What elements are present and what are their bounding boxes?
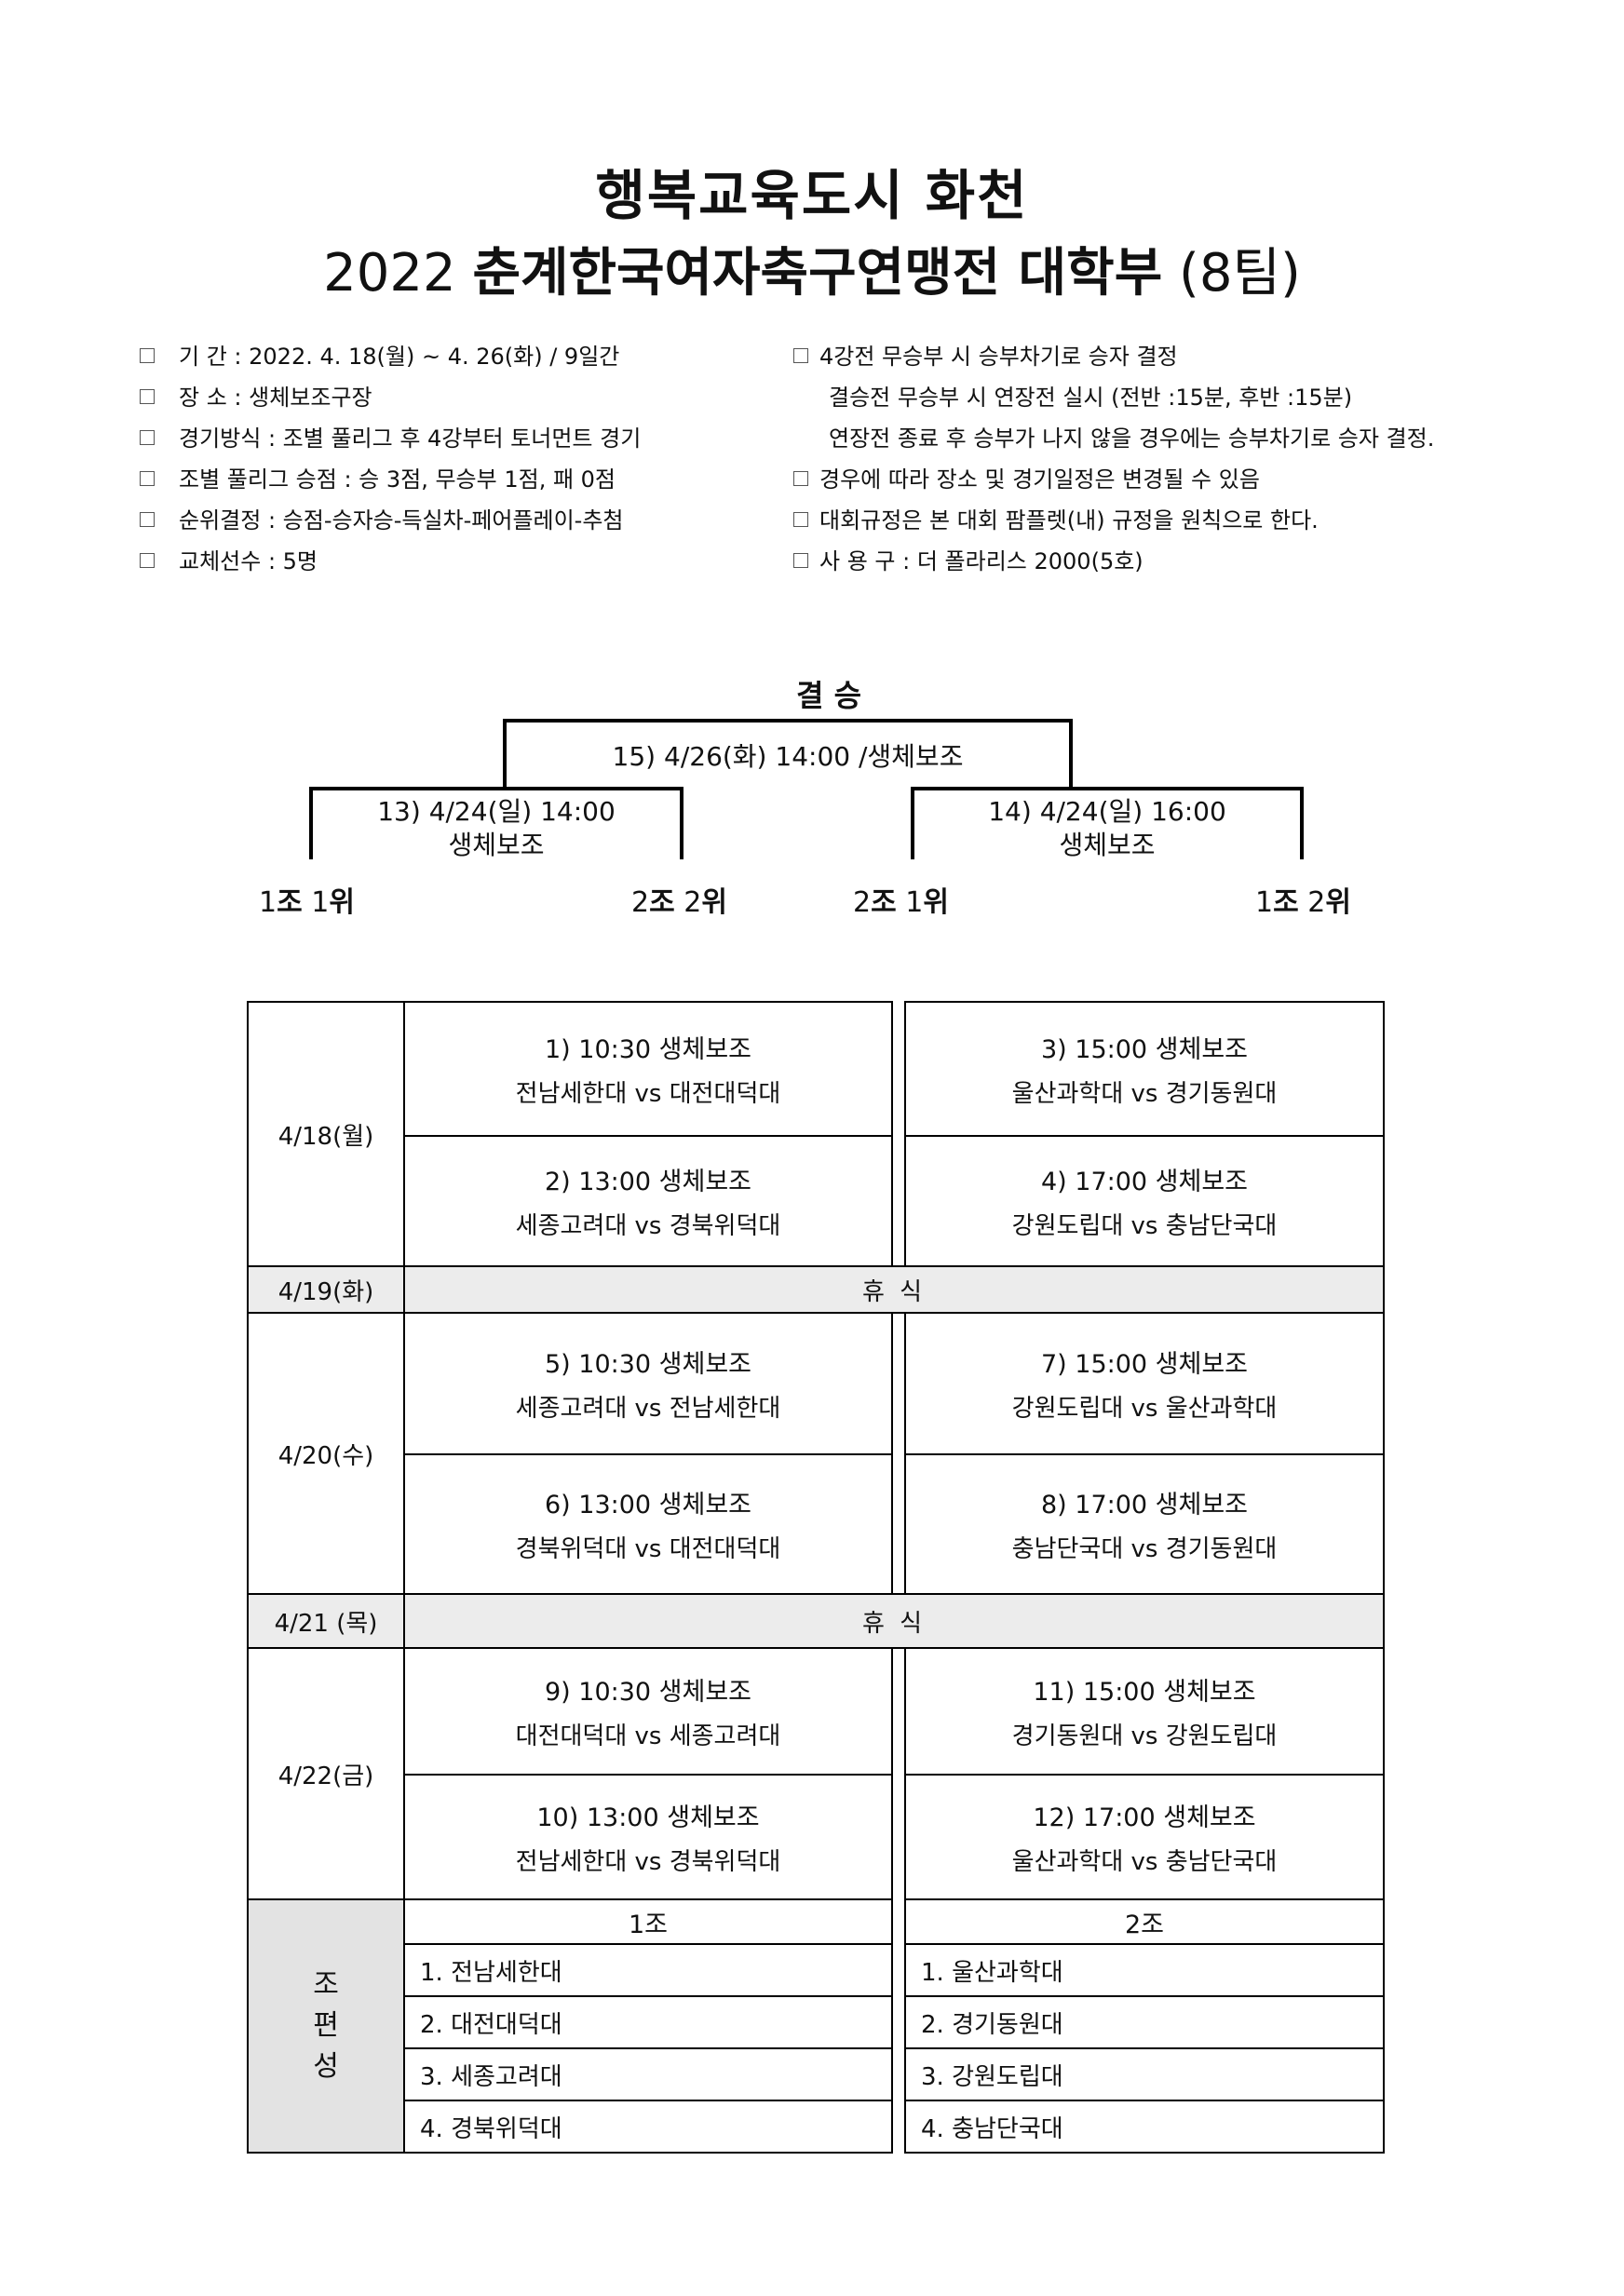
semi-right-venue: 생체보조 xyxy=(1059,830,1156,860)
group1-team: 4. 경북위덕대 xyxy=(403,2100,893,2154)
final-match: 15) 4/26(화) 14:00 /생체보조 xyxy=(612,741,964,772)
group2-team: 4. 충남단국대 xyxy=(904,2100,1385,2154)
seed-3: 2조 1위 xyxy=(853,886,949,919)
column-gap xyxy=(891,1313,906,1594)
group1-team: 2. 대전대덕대 xyxy=(403,1995,893,2049)
bracket-line-final-right xyxy=(1069,719,1073,788)
group1-team: 1. 전남세한대 xyxy=(403,1943,893,1997)
bracket-line-semi-left-top xyxy=(309,787,683,790)
checkbox-square-icon xyxy=(793,471,808,486)
title-year: 2022 xyxy=(323,243,456,304)
info-left-item: 조별 풀리그 승점 : 승 3점, 무승부 1점, 패 0점 xyxy=(140,459,641,500)
column-gap xyxy=(891,1002,906,1266)
date-cell: 4/18(월) xyxy=(247,1001,405,1267)
info-left-item: 기 간 : 2022. 4. 18(월) ~ 4. 26(화) / 9일간 xyxy=(140,336,641,377)
table-row: 3. 세종고려대 3. 강원도립대 xyxy=(248,2047,1385,2101)
bracket-line-semi-left-right xyxy=(680,787,683,859)
group2-name: 2조 xyxy=(904,1898,1385,1945)
info-right-item: 결승전 무승부 시 연장전 실시 (전반 :15분, 후반 :15분) xyxy=(829,385,1353,411)
rest-cell: 휴 식 xyxy=(403,1265,1385,1314)
bracket-line-semi-right-right xyxy=(1300,787,1304,859)
group1-name: 1조 xyxy=(403,1898,893,1945)
title-team-count: (8팀) xyxy=(1179,243,1301,304)
checkbox-square-icon xyxy=(140,471,155,486)
semi-left-venue: 생체보조 xyxy=(448,830,545,860)
column-gap xyxy=(891,1899,906,2153)
checkbox-square-icon xyxy=(140,348,155,363)
bracket-line-final-left xyxy=(503,719,507,788)
group2-team: 2. 경기동원대 xyxy=(904,1995,1385,2049)
checkbox-square-icon xyxy=(140,389,155,404)
rest-cell: 휴 식 xyxy=(403,1593,1385,1649)
info-left-item: 교체선수 : 5명 xyxy=(140,541,641,582)
title-line1: 행복교육도시 화천 xyxy=(595,164,1029,227)
title-competition: 춘계한국여자축구연맹전 대학부 xyxy=(472,243,1163,304)
info-left: 기 간 : 2022. 4. 18(월) ~ 4. 26(화) / 9일간 장 … xyxy=(140,336,641,582)
group1-team: 3. 세종고려대 xyxy=(403,2047,893,2101)
bracket-line-semi-right-top xyxy=(911,787,1304,790)
checkbox-square-icon xyxy=(793,348,808,363)
checkbox-square-icon xyxy=(793,553,808,568)
date-cell: 4/21 (목) xyxy=(247,1593,405,1649)
checkbox-square-icon xyxy=(140,430,155,445)
checkbox-square-icon xyxy=(793,512,808,527)
bracket-line-final-top xyxy=(503,719,1073,723)
info-right-item: 4강전 무승부 시 승부차기로 승자 결정 xyxy=(793,336,1434,377)
date-cell: 4/19(화) xyxy=(247,1265,405,1314)
group2-team: 3. 강원도립대 xyxy=(904,2047,1385,2101)
table-row-rest: 4/19(화) 휴 식 xyxy=(247,1265,1385,1314)
table-row: 1. 전남세한대 1. 울산과학대 xyxy=(248,1943,1385,1997)
seed-1: 1조 1위 xyxy=(259,886,355,919)
info-left-item: 장 소 : 생체보조구장 xyxy=(140,377,641,418)
table-row: 2. 대전대덕대 2. 경기동원대 xyxy=(248,1995,1385,2049)
semi-left-time: 13) 4/24(일) 14:00 xyxy=(377,796,616,827)
info-right-item: 사 용 구 : 더 폴라리스 2000(5호) xyxy=(793,541,1434,582)
table-row: 4. 경북위덕대 4. 충남단국대 xyxy=(248,2100,1385,2154)
checkbox-square-icon xyxy=(140,553,155,568)
info-right-item: 대회규정은 본 대회 팜플렛(내) 규정을 원칙으로 한다. xyxy=(793,500,1434,541)
seed-2: 2조 2위 xyxy=(631,886,727,919)
group2-team: 1. 울산과학대 xyxy=(904,1943,1385,1997)
bracket-line-semi-right-left xyxy=(911,787,914,859)
semi-right-time: 14) 4/24(일) 16:00 xyxy=(988,796,1226,827)
table-row-group-head: 조 편 성 1조 2조 xyxy=(247,1898,1385,2154)
checkbox-square-icon xyxy=(140,512,155,527)
info-right-item: 경우에 따라 장소 및 경기일정은 변경될 수 있음 xyxy=(793,459,1434,500)
date-cell: 4/22(금) xyxy=(247,1647,405,1900)
info-left-item: 경기방식 : 조별 풀리그 후 4강부터 토너먼트 경기 xyxy=(140,418,641,459)
final-label: 결 승 xyxy=(795,678,862,713)
table-row-rest: 4/21 (목) 휴 식 xyxy=(247,1593,1385,1649)
column-gap xyxy=(891,1648,906,1899)
info-right-item: 연장전 종료 후 승부가 나지 않을 경우에는 승부차기로 승자 결정. xyxy=(829,425,1435,452)
date-cell: 4/20(수) xyxy=(247,1312,405,1595)
title-line2: 2022 춘계한국여자축구연맹전 대학부 (8팀) xyxy=(0,231,1624,306)
info-left-item: 순위결정 : 승점-승자승-득실차-페어플레이-추첨 xyxy=(140,500,641,541)
bracket-line-semi-left-left xyxy=(309,787,313,859)
group-side-label: 조 편 성 xyxy=(247,1898,405,2154)
seed-4: 1조 2위 xyxy=(1255,886,1351,919)
info-right: 4강전 무승부 시 승부차기로 승자 결정 결승전 무승부 시 연장전 실시 (… xyxy=(793,336,1434,582)
